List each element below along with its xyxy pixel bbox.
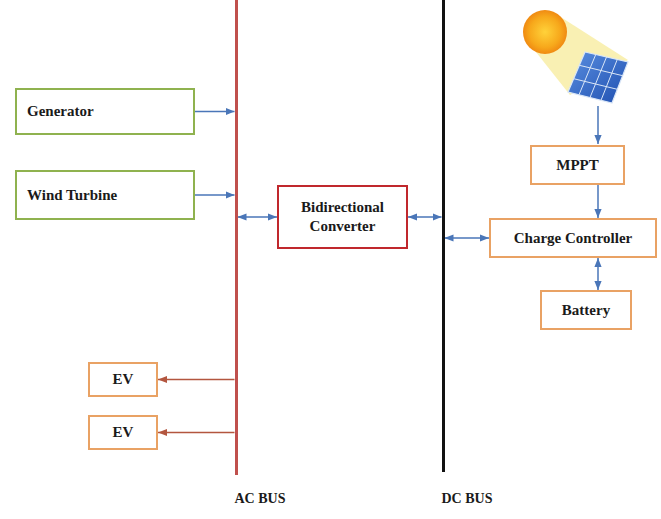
storage-box: Battery [540,290,632,330]
power-arrow [195,111,235,113]
power-arrow [238,216,278,218]
box-label: Generator [27,102,94,121]
load-box: EV [88,415,158,450]
power-arrow [158,432,235,434]
bus-line: DC BUS [442,0,445,472]
source-box: Wind Turbine [15,170,195,220]
bus-label: DC BUS [440,490,447,508]
power-arrow [408,216,442,218]
controller-box: Charge Controller [489,218,657,258]
power-arrow [597,185,599,218]
box-label: Wind Turbine [27,186,117,205]
box-label: Battery [562,301,610,320]
box-label: EV [113,370,134,389]
solar-panel [568,52,628,103]
power-arrow [597,258,599,290]
box-label: MPPT [556,156,599,175]
power-arrow [597,106,599,144]
bus-label: AC BUS [233,490,240,508]
box-label: Charge Controller [514,229,632,248]
box-label: EV [113,423,134,442]
power-arrow [195,194,235,196]
source-box: Generator [15,88,195,135]
controller-box: MPPT [530,145,625,185]
box-label: Bidirectional Converter [289,198,396,236]
bus-line: AC BUS [235,0,238,475]
load-box: EV [88,362,158,397]
power-arrow [158,379,235,381]
sun-icon [523,10,567,54]
power-arrow [445,237,490,239]
converter-box: Bidirectional Converter [277,185,408,249]
